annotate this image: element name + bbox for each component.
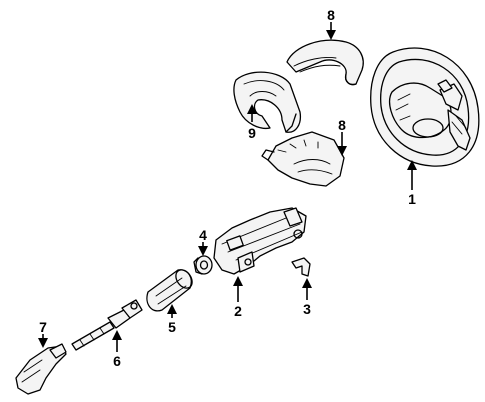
callout-8-lower: 8	[338, 117, 346, 133]
callout-5: 5	[168, 319, 176, 335]
lower-column-shroud	[261, 131, 345, 187]
column-boot	[146, 269, 193, 312]
steering-wheel	[370, 47, 480, 167]
shroud-cover	[233, 71, 302, 133]
callout-2: 2	[234, 303, 242, 319]
callout-4: 4	[199, 227, 207, 243]
steering-column-housing	[213, 207, 307, 275]
upper-column-shroud	[286, 39, 364, 86]
callout-labels: 1 8 9 8 4 2 3 5 6 7	[39, 7, 416, 369]
column-bearing	[193, 255, 213, 275]
column-clip	[291, 257, 311, 277]
lower-shaft-joint	[15, 343, 67, 395]
callout-9: 9	[248, 125, 256, 141]
callout-1: 1	[408, 191, 416, 207]
callout-3: 3	[303, 301, 311, 317]
callout-8-upper: 8	[327, 7, 335, 23]
leader-lines	[38, 22, 417, 352]
intermediate-shaft	[71, 299, 143, 351]
callout-6: 6	[113, 353, 121, 369]
callout-7: 7	[39, 319, 47, 335]
